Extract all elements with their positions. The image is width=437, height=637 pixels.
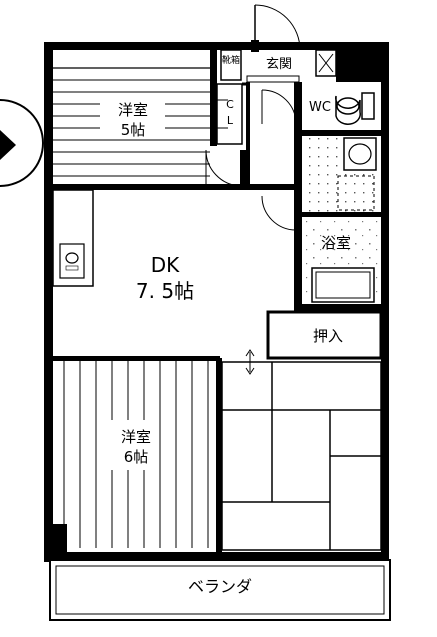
balcony-label: ベランダ — [188, 577, 252, 596]
entrance-label: 玄関 — [266, 57, 292, 72]
wc-label: WC — [309, 100, 331, 115]
room6-label-size: 6帖 — [124, 448, 149, 466]
dk-label-size: 7. 5帖 — [136, 279, 194, 303]
entrance-door — [251, 4, 301, 52]
washroom — [302, 136, 381, 217]
bathroom — [294, 217, 389, 312]
dk-area — [52, 189, 94, 287]
room6-label-name: 洋室 — [121, 428, 151, 446]
shoe-storage-box — [220, 49, 242, 81]
wall-room5-right — [210, 50, 217, 146]
storage-label: 押入 — [313, 327, 343, 345]
compass-icon — [0, 99, 44, 187]
wall-room5-bottom — [53, 184, 301, 190]
western-room-6-floor — [53, 356, 220, 552]
wall-corridor-right — [294, 82, 302, 308]
wc — [302, 82, 381, 136]
entrance-floor — [246, 75, 300, 83]
wall-room6-right — [216, 358, 222, 552]
room5-label-name: 洋室 — [118, 101, 148, 119]
dk-label-name: DK — [151, 253, 180, 277]
outer-walls — [44, 42, 389, 562]
western-room-5-floor — [53, 67, 210, 177]
closet-label-top: C — [226, 98, 234, 111]
wc-door — [261, 89, 297, 125]
room5-label-size: 5帖 — [121, 121, 146, 139]
door-room5 — [205, 149, 249, 187]
washroom-door — [261, 195, 297, 231]
bathroom-label: 浴室 — [321, 234, 351, 252]
tatami-room — [221, 361, 382, 551]
closet — [216, 82, 249, 145]
balcony — [49, 559, 391, 621]
wall-top-right-fill — [336, 42, 382, 82]
wall-corridor-left-stub — [246, 82, 250, 186]
closet-label-bottom: L — [227, 114, 234, 127]
shoe-storage-label: 靴箱 — [222, 54, 240, 66]
storage — [266, 310, 383, 360]
